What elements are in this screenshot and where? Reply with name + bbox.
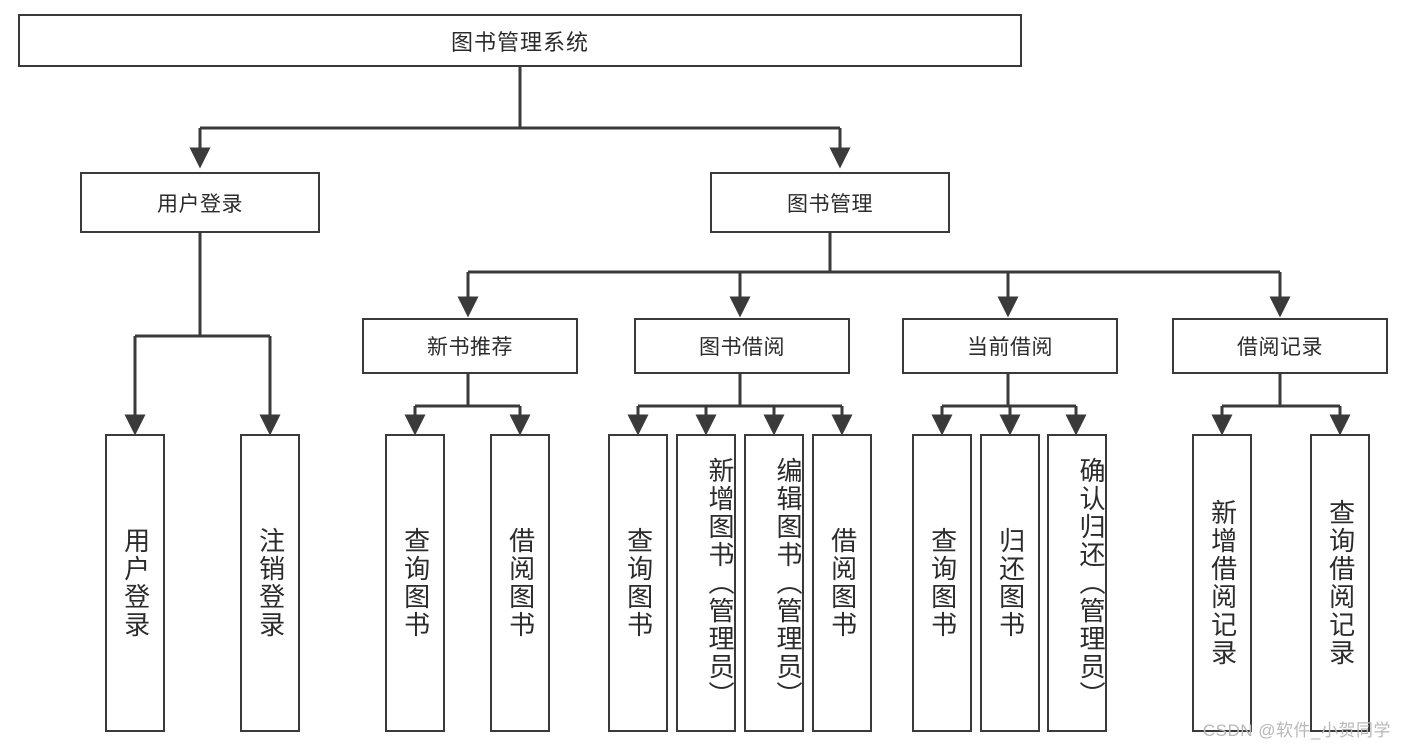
node-book-borrow[interactable]: 图书借阅	[634, 318, 850, 374]
node-current-borrow-label: 当前借阅	[967, 336, 1053, 359]
leaf-user-login-label: 用户登录	[120, 527, 151, 639]
leaf-borrow-book-1[interactable]: 借阅图书	[490, 434, 550, 732]
leaf-query-book-3[interactable]: 查询图书	[912, 434, 972, 732]
leaf-query-book-2-label: 查询图书	[623, 527, 654, 639]
node-book-borrow-label: 图书借阅	[699, 336, 785, 359]
leaf-confirm-return[interactable]: 确认归还（管理员）	[1047, 434, 1107, 732]
leaf-return-book-label: 归还图书	[995, 527, 1026, 639]
leaf-add-book[interactable]: 新增图书（管理员）	[676, 434, 736, 732]
leaf-confirm-return-label: 确认归还（管理员）	[1076, 457, 1106, 709]
node-borrow-record-label: 借阅记录	[1237, 336, 1323, 359]
leaf-query-record[interactable]: 查询借阅记录	[1310, 434, 1370, 732]
node-new-book-rec-label: 新书推荐	[427, 336, 513, 359]
node-book-mgmt[interactable]: 图书管理	[710, 172, 950, 233]
leaf-edit-book-label: 编辑图书（管理员）	[773, 457, 803, 709]
leaf-query-book-2[interactable]: 查询图书	[608, 434, 668, 732]
leaf-query-book-1[interactable]: 查询图书	[385, 434, 445, 732]
leaf-add-record[interactable]: 新增借阅记录	[1192, 434, 1252, 732]
leaf-add-book-label: 新增图书（管理员）	[705, 457, 735, 709]
leaf-query-book-3-label: 查询图书	[927, 527, 958, 639]
leaf-return-book[interactable]: 归还图书	[980, 434, 1040, 732]
leaf-borrow-book-2[interactable]: 借阅图书	[812, 434, 872, 732]
node-root-label: 图书管理系统	[450, 29, 589, 55]
leaf-user-login[interactable]: 用户登录	[105, 434, 165, 732]
leaf-borrow-book-2-label: 借阅图书	[827, 527, 858, 639]
node-root[interactable]: 图书管理系统	[18, 14, 1022, 67]
node-user-login[interactable]: 用户登录	[80, 172, 320, 233]
leaf-query-book-1-label: 查询图书	[400, 527, 431, 639]
leaf-add-record-label: 新增借阅记录	[1207, 499, 1238, 667]
leaf-user-logout[interactable]: 注销登录	[240, 434, 300, 732]
leaf-query-record-label: 查询借阅记录	[1325, 499, 1356, 667]
node-new-book-rec[interactable]: 新书推荐	[362, 318, 578, 374]
node-borrow-record[interactable]: 借阅记录	[1172, 318, 1388, 374]
node-book-mgmt-label: 图书管理	[787, 192, 873, 216]
leaf-user-logout-label: 注销登录	[255, 527, 286, 639]
watermark: CSDN @软件_小贺同学	[1202, 721, 1391, 740]
node-user-login-label: 用户登录	[157, 192, 243, 216]
node-current-borrow[interactable]: 当前借阅	[902, 318, 1118, 374]
leaf-borrow-book-1-label: 借阅图书	[505, 527, 536, 639]
leaf-edit-book[interactable]: 编辑图书（管理员）	[744, 434, 804, 732]
